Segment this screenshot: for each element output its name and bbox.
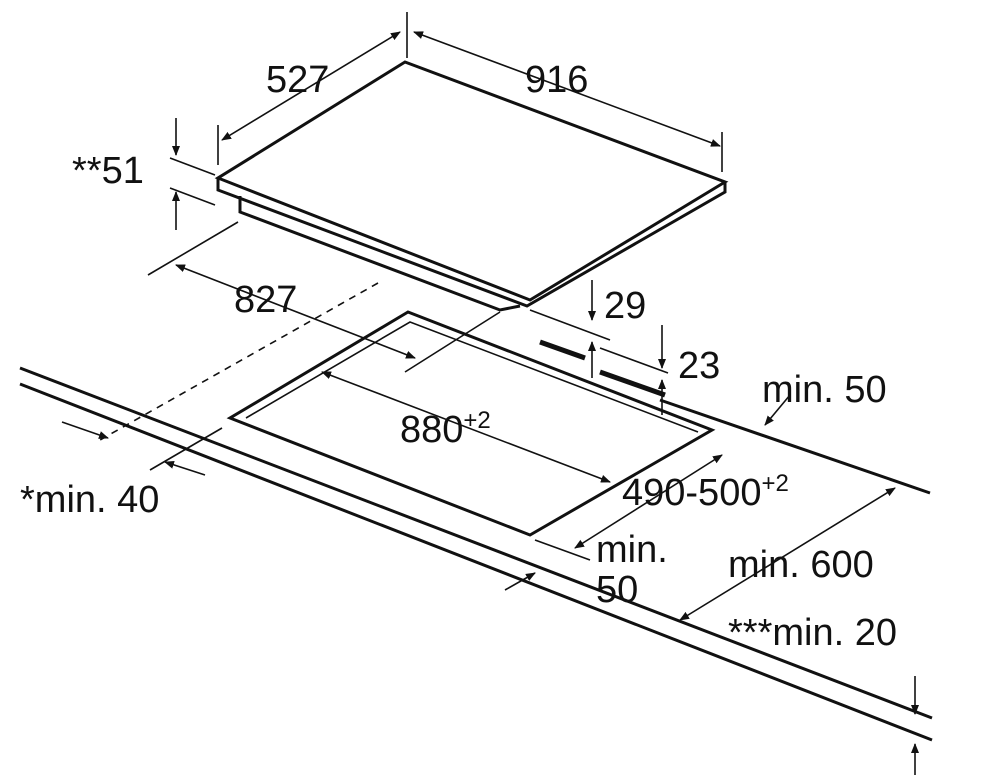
back-clearance-label: min. 50 (762, 369, 887, 411)
front-clearance-label-1: min. (596, 529, 668, 571)
front-clearance-label-2: 50 (596, 569, 638, 611)
cutout-depth-label: 490-500+2 (622, 470, 789, 514)
hob-below-top-label: 29 (604, 285, 646, 327)
worktop-depth-label: min. 600 (728, 544, 874, 586)
side-clearance-label: *min. 40 (20, 479, 159, 521)
dimension-lines (61, 12, 919, 775)
hob-height-label: **51 (72, 150, 144, 192)
worktop-min-thickness-label: 23 (678, 345, 720, 387)
worktop-thickness-label: ***min. 20 (728, 612, 897, 654)
hob-depth-label: 527 (266, 59, 329, 101)
hob-width-label: 916 (525, 59, 588, 101)
hob-base-width-label: 827 (234, 279, 297, 321)
cutout-width-label: 880+2 (400, 407, 491, 451)
